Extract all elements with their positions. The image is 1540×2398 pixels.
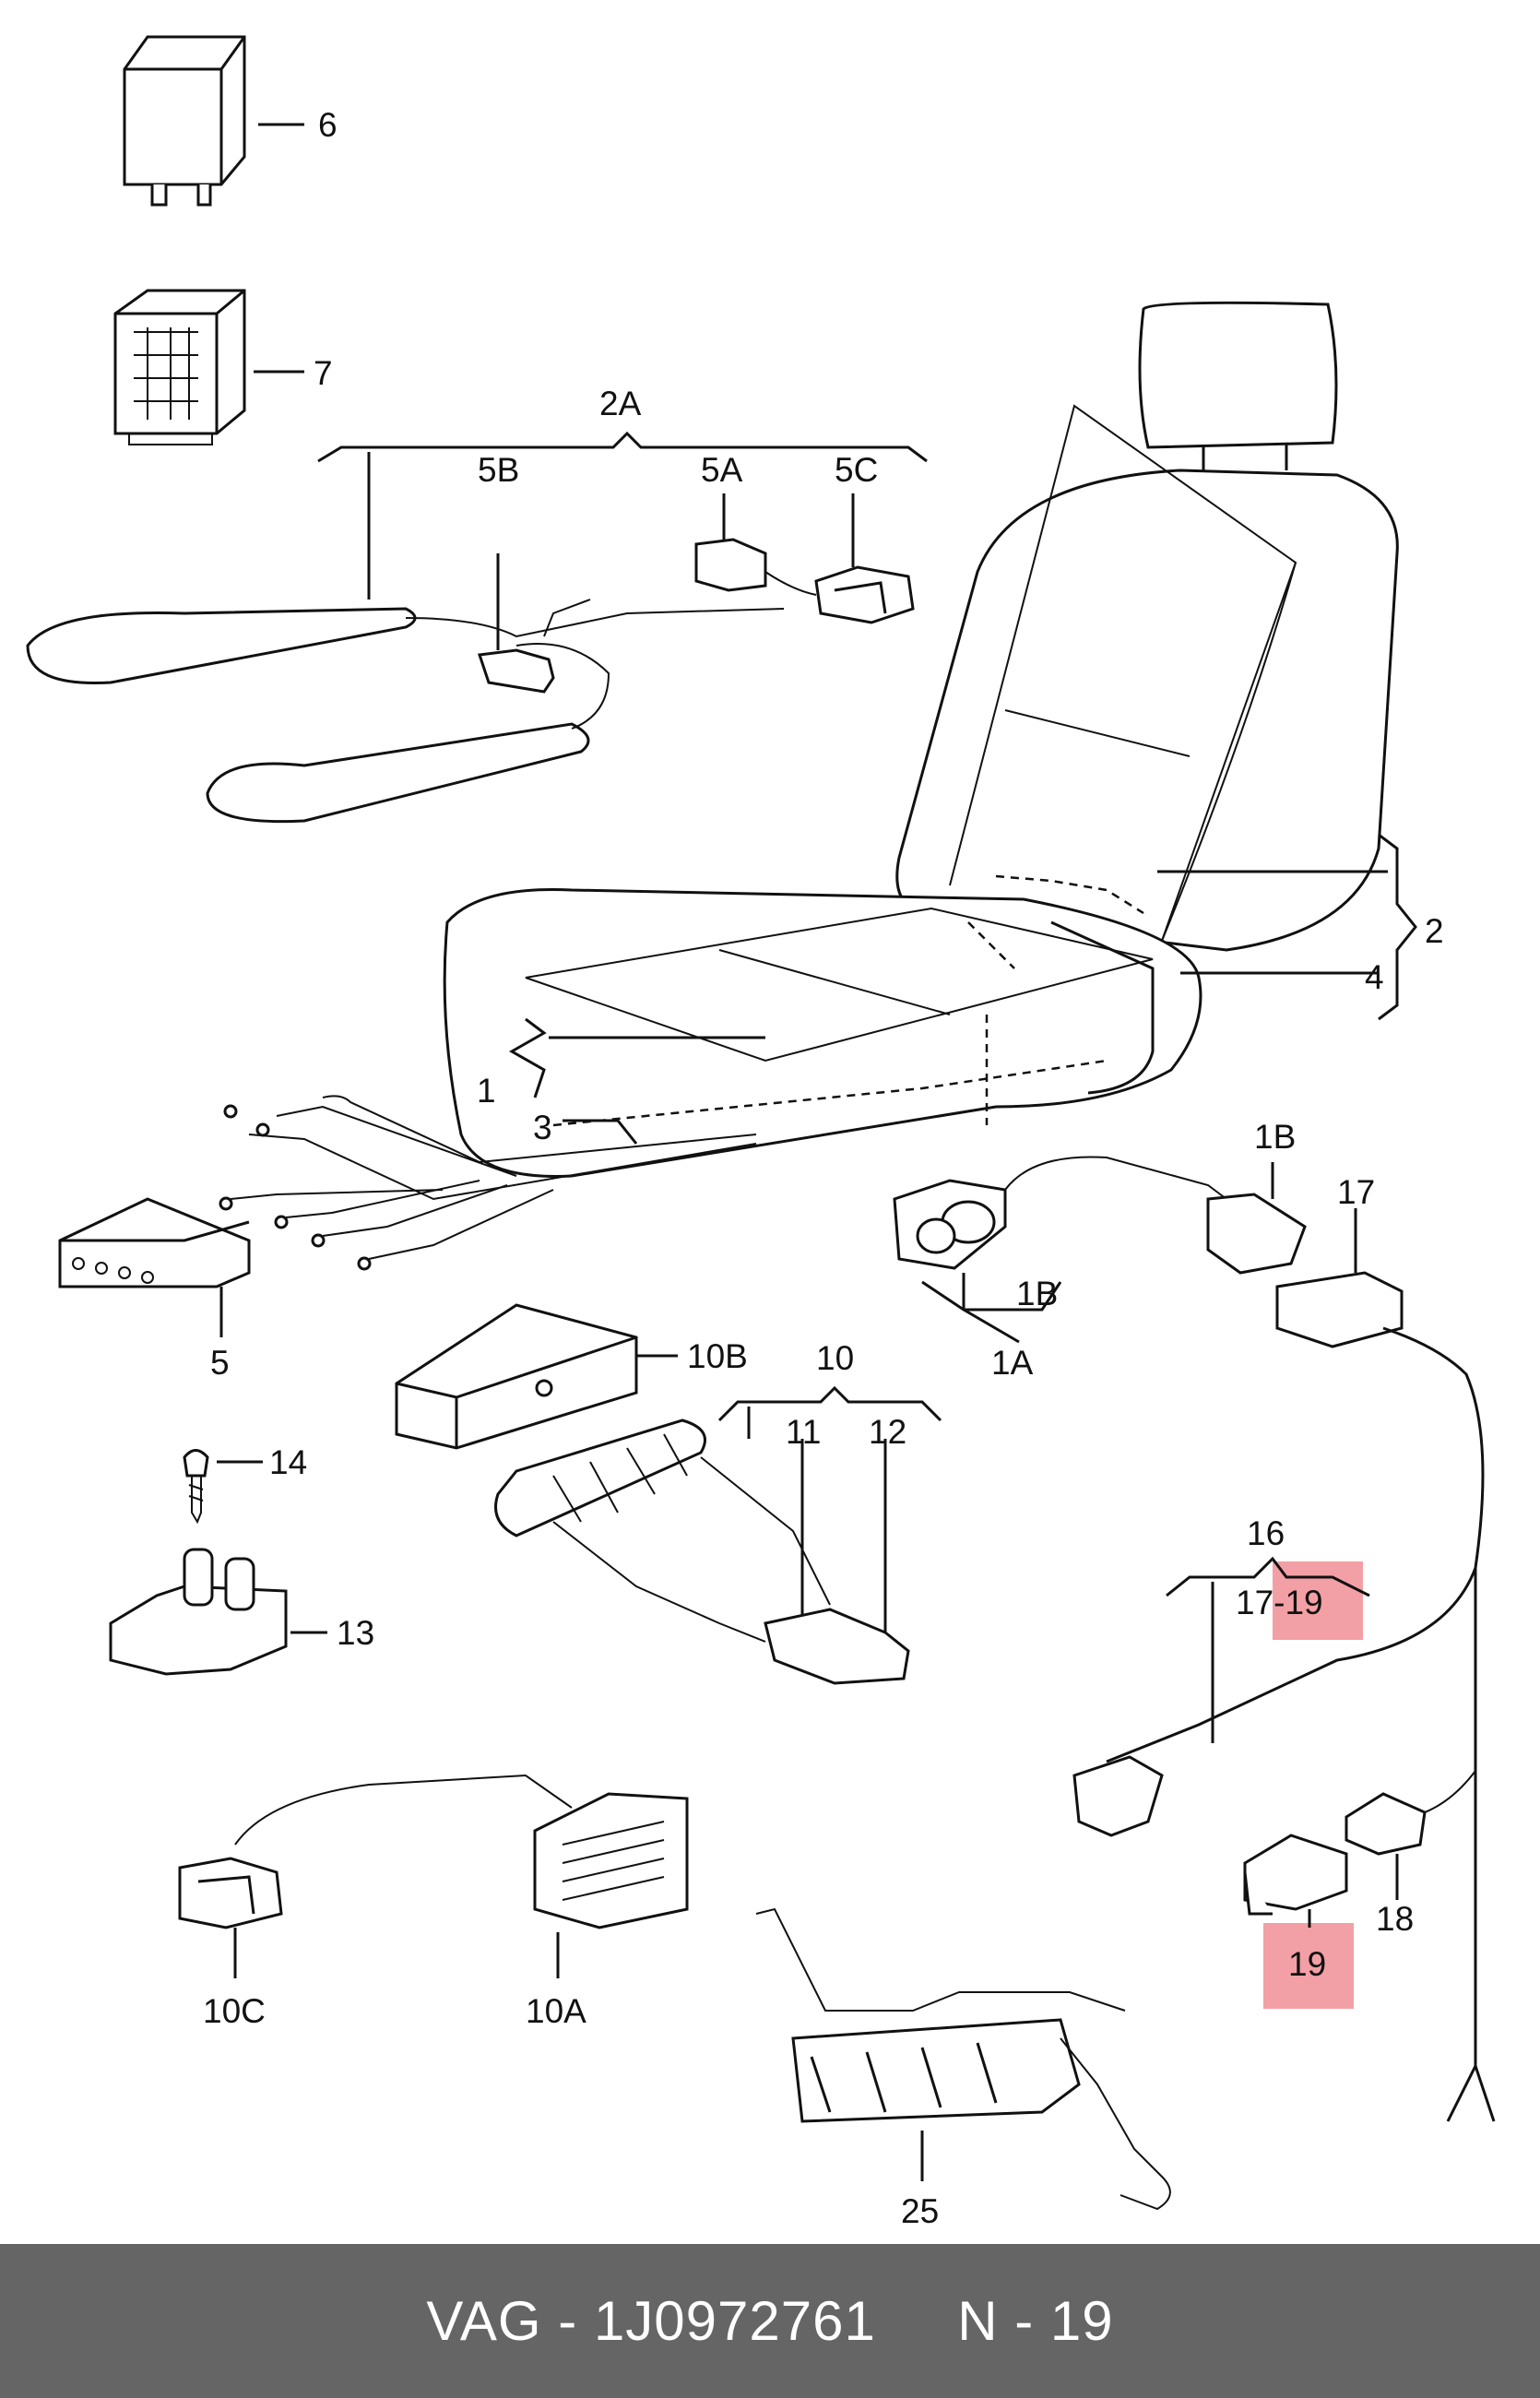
highlight-19 (1263, 1923, 1354, 2009)
harness-1-3 (219, 1017, 765, 1271)
label-18: 18 (1376, 1900, 1414, 1938)
connector-housing-5 (58, 1197, 251, 1337)
connector-1B (1206, 1162, 1307, 1275)
seat-cushion (443, 887, 1202, 1178)
label-14: 14 (269, 1443, 307, 1481)
label-5: 5 (210, 1344, 230, 1382)
label-3: 3 (533, 1109, 552, 1146)
relay-base-7 (113, 289, 304, 445)
harness-16 (1072, 1208, 1496, 2122)
label-5B: 5B (478, 451, 519, 489)
bracket-2 (1157, 833, 1417, 1021)
separator-text: - (541, 2290, 594, 2352)
module-10B (395, 1303, 678, 1450)
highlight-17-19 (1273, 1561, 1363, 1640)
label-1: 1 (477, 1072, 496, 1110)
label-1B-top: 1B (1254, 1118, 1296, 1156)
label-4: 4 (1365, 958, 1384, 996)
label-17-19: 17-19 (1236, 1584, 1323, 1621)
part-number-text: 1J0972761 (593, 2290, 876, 2352)
label-5A: 5A (701, 451, 743, 489)
brand-text: VAG (426, 2290, 542, 2352)
harness-10A-10C (178, 1774, 689, 1978)
sensor-13 (109, 1548, 327, 1676)
label-17: 17 (1337, 1173, 1375, 1211)
label-25: 25 (901, 2192, 939, 2230)
seat-heater-mats-2A (26, 431, 928, 824)
position-label-text: N - 19 (957, 2290, 1114, 2352)
relay-6 (123, 35, 304, 207)
gap (876, 2289, 957, 2353)
label-13: 13 (337, 1614, 374, 1652)
label-10: 10 (816, 1339, 854, 1377)
heater-switch-1A (893, 1156, 1227, 1344)
parts-diagram: 6 7 2A 5B 5A 5C 2 4 1 3 5 1B 1B 1A 17 10… (26, 35, 1496, 2230)
connector-18 (1345, 1792, 1427, 1900)
label-10C: 10C (203, 1992, 266, 2030)
seat-backrest (895, 301, 1399, 952)
module-10 (494, 1385, 942, 1685)
label-10B: 10B (687, 1337, 748, 1375)
label-12: 12 (869, 1413, 906, 1451)
label-11: 11 (786, 1413, 821, 1451)
label-19: 19 (1288, 1945, 1326, 1983)
label-7: 7 (314, 354, 333, 392)
label-2: 2 (1425, 912, 1444, 950)
part-number-footer: VAG - 1J0972761 N - 19 (0, 2244, 1540, 2398)
screw-14 (183, 1449, 263, 1525)
label-2A: 2A (599, 385, 642, 422)
label-10A: 10A (526, 1992, 586, 2030)
label-1A: 1A (991, 1344, 1034, 1382)
label-5C: 5C (835, 451, 878, 489)
control-unit-25 (755, 1907, 1171, 2211)
label-6: 6 (318, 106, 338, 144)
label-16: 16 (1247, 1514, 1285, 1552)
connector-19 (1243, 1834, 1348, 1928)
label-1B-bottom: 1B (1016, 1275, 1058, 1312)
